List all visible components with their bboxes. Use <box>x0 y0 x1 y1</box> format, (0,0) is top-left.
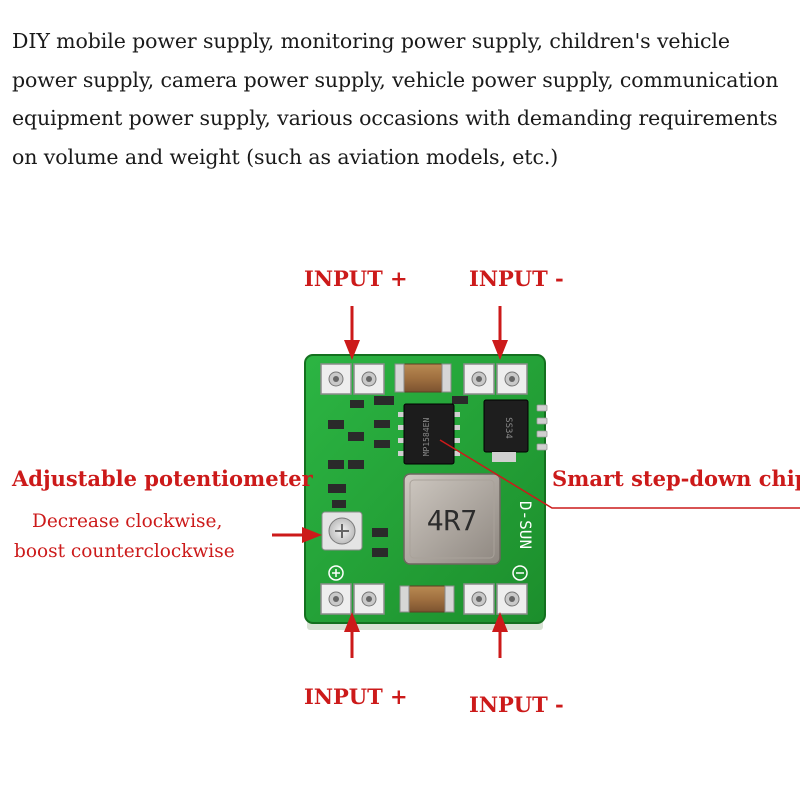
diode: SS34 <box>483 399 529 462</box>
solder-pads <box>320 363 528 615</box>
label-chip: Smart step-down chip <box>552 466 800 491</box>
arrow-input-plus-top <box>344 306 360 360</box>
arrow-potentiometer <box>272 527 322 543</box>
label-input-plus-bottom: INPUT + <box>304 684 408 709</box>
label-potentiometer-note-1: Decrease clockwise, <box>32 511 223 532</box>
arrow-input-minus-bottom <box>492 612 508 658</box>
plus-mark <box>328 565 344 581</box>
capacitor-top <box>394 363 452 393</box>
diode-marking: SS34 <box>503 417 513 439</box>
pad-bottom-right-2 <box>496 583 528 615</box>
label-potentiometer-note-2: boost counterclockwise <box>14 541 235 562</box>
description-text: DIY mobile power supply, monitoring powe… <box>12 29 779 169</box>
potentiometer <box>321 511 363 551</box>
pad-top-left-1 <box>320 363 352 395</box>
pad-bottom-left-1 <box>320 583 352 615</box>
capacitor-bottom <box>399 585 455 613</box>
pad-bottom-left-2 <box>353 583 385 615</box>
pad-top-right-2 <box>496 363 528 395</box>
pad-top-left-2 <box>353 363 385 395</box>
label-input-plus-top: INPUT + <box>304 266 408 291</box>
arrow-input-plus-bottom <box>344 612 360 658</box>
pad-bottom-right-1 <box>463 583 495 615</box>
chip-pointer-line <box>439 439 800 509</box>
smd-components <box>328 396 468 557</box>
arrow-input-minus-top <box>492 306 508 360</box>
pad-top-right-1 <box>463 363 495 395</box>
chip-marking: MP1584EN <box>422 418 431 457</box>
label-input-minus-bottom: INPUT - <box>469 692 564 717</box>
inductor: 4R7 <box>403 473 501 565</box>
label-potentiometer: Adjustable potentiometer <box>12 466 313 491</box>
step-down-chip: MP1584EN <box>398 403 460 465</box>
inductor-marking: 4R7 <box>427 504 478 537</box>
label-input-minus-top: INPUT - <box>469 266 564 291</box>
silkscreen-label: D-SUN <box>516 501 535 549</box>
minus-mark <box>512 565 528 581</box>
